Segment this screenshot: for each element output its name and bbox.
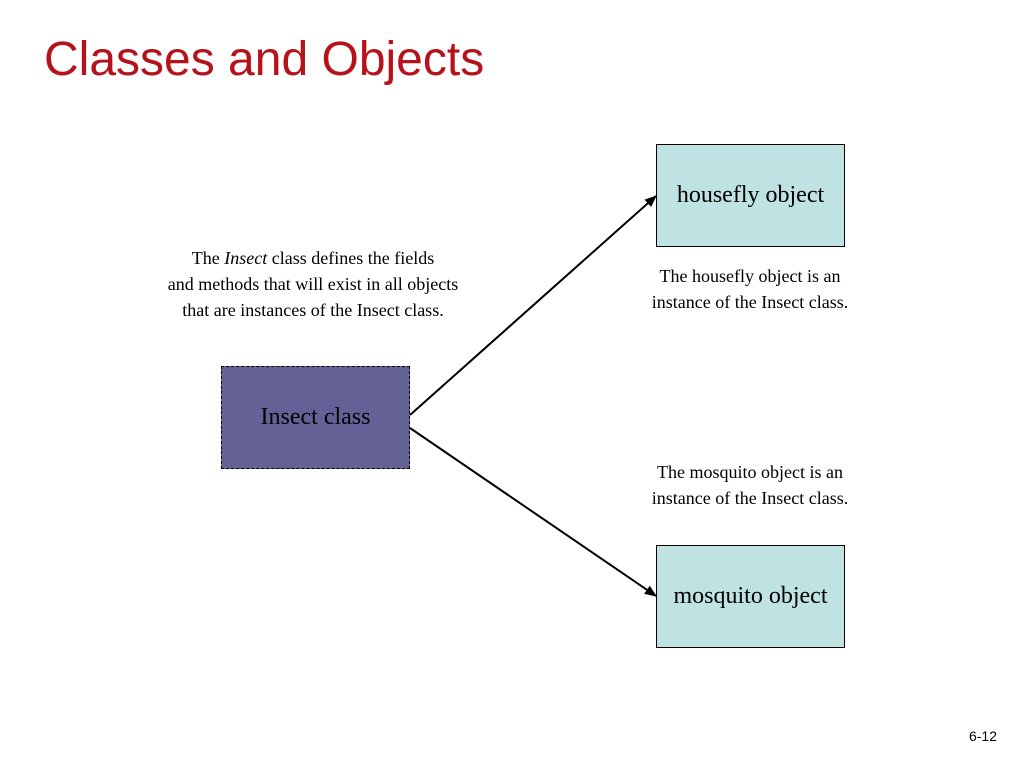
class-description-suffix: class defines the fields [267,248,435,268]
mosquito-object-label: mosquito object [673,583,828,609]
housefly-description-line-1: The housefly object is an [659,266,841,286]
mosquito-description: The mosquito object is an instance of th… [599,459,901,511]
class-description-line-2: and methods that will exist in all objec… [167,274,459,294]
class-description-line-3: that are instances of the Insect class. [182,300,444,320]
housefly-object-box: housefly object [656,144,845,247]
mosquito-description-line-1: The mosquito object is an [657,462,843,482]
mosquito-description-line-2: instance of the Insect class. [651,488,849,508]
slide-number: 6-12 [968,728,997,744]
class-description-prefix: The [191,248,225,268]
housefly-object-label: housefly object [676,182,825,208]
insect-class-label: Insect class [260,404,371,430]
class-name-emphasis: Insect [224,248,268,268]
arrow-to-housefly [409,195,657,416]
class-description: The Insect class defines the fields and … [120,245,506,323]
slide-title: Classes and Objects [44,33,485,86]
housefly-description: The housefly object is an instance of th… [599,263,901,315]
arrow-to-mosquito [409,427,657,597]
insect-class-box: Insect class [221,366,410,469]
mosquito-object-box: mosquito object [656,545,845,648]
housefly-description-line-2: instance of the Insect class. [651,292,849,312]
class-description-line-1: The Insect class defines the fields [120,245,506,271]
